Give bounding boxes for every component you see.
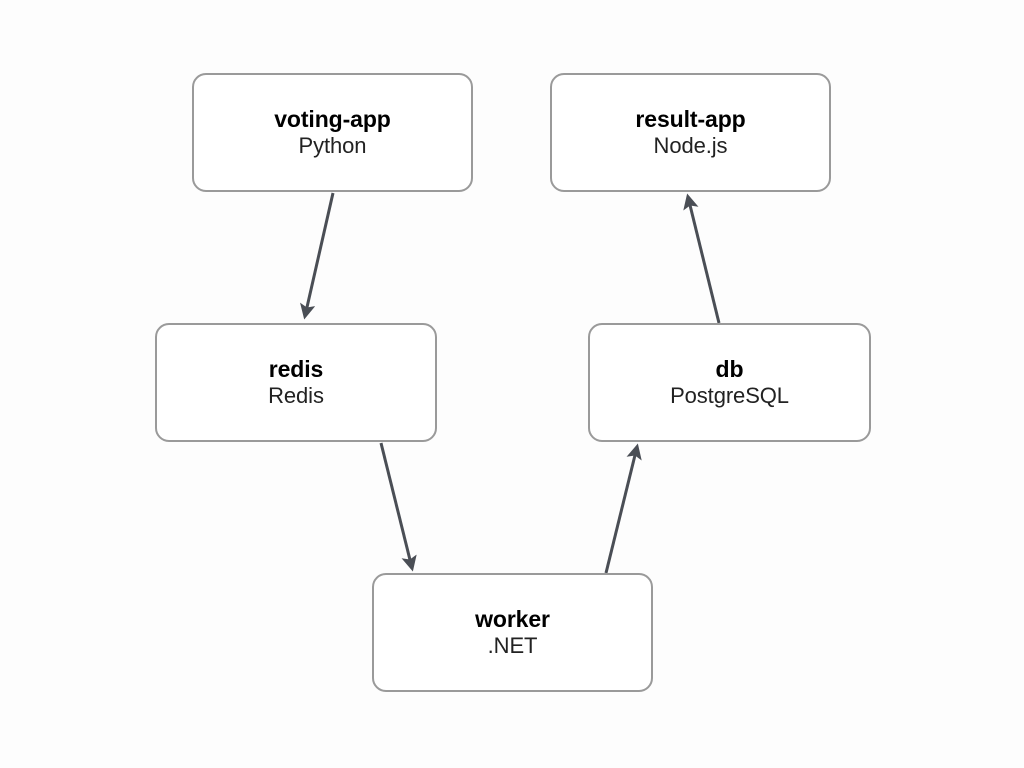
node-redis[interactable]: redis Redis	[155, 323, 437, 442]
node-title: worker	[475, 606, 550, 633]
node-title: redis	[268, 356, 324, 383]
node-subtitle: Python	[298, 133, 367, 159]
node-title: voting-app	[274, 106, 391, 133]
edge-redis-to-worker	[379, 442, 417, 572]
edge-voting-app-to-redis	[300, 192, 335, 320]
node-voting-app[interactable]: voting-app Python	[192, 73, 473, 192]
edge-worker-to-db	[604, 443, 642, 574]
node-subtitle: .NET	[487, 633, 538, 659]
node-result-app[interactable]: result-app Node.js	[550, 73, 831, 192]
node-db[interactable]: db PostgreSQL	[588, 323, 871, 442]
node-subtitle: PostgreSQL	[670, 383, 789, 409]
node-title: result-app	[635, 106, 746, 133]
node-subtitle: Node.js	[653, 133, 728, 159]
node-title: db	[715, 356, 744, 383]
node-subtitle: Redis	[268, 383, 324, 409]
edge-db-to-result-app	[683, 193, 721, 324]
node-worker[interactable]: worker .NET	[372, 573, 653, 692]
